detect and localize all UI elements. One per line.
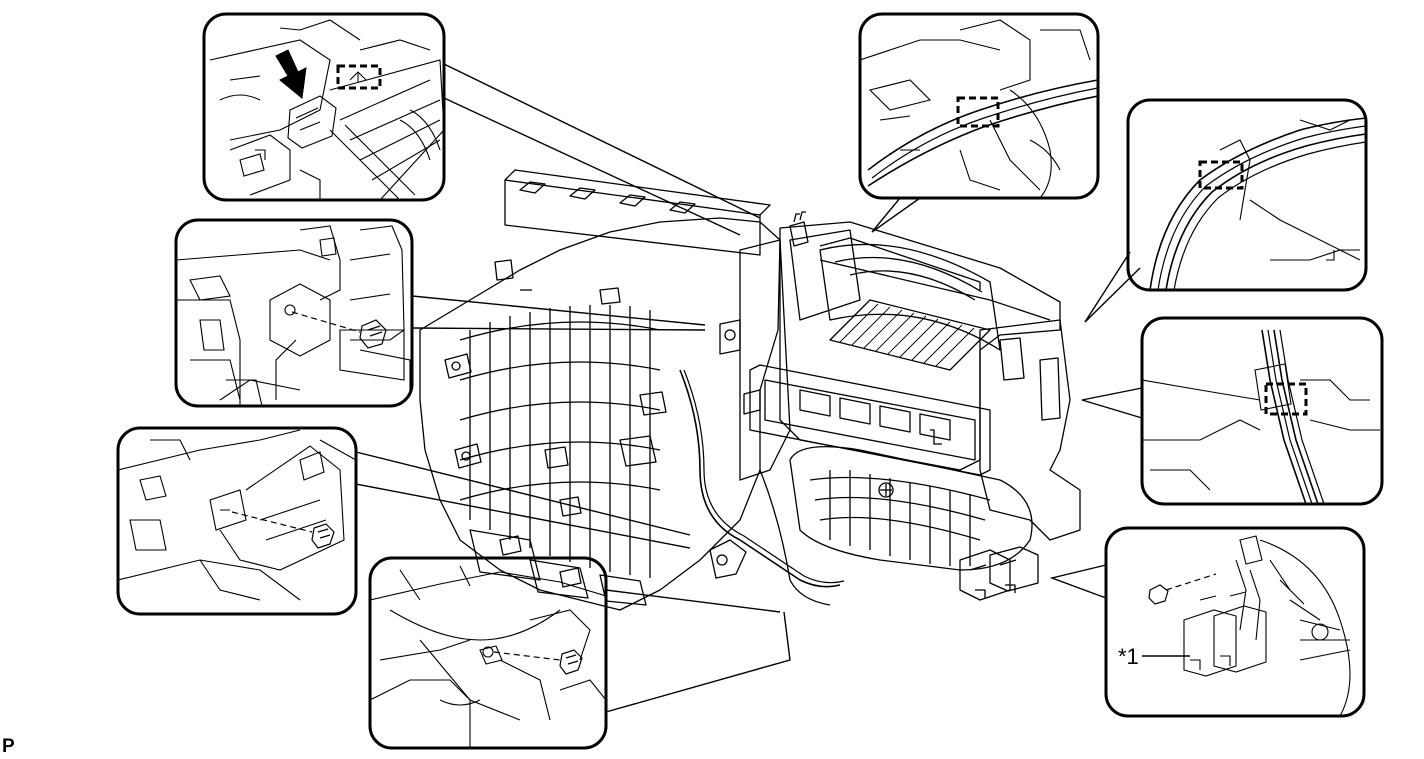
heater-blower-unit	[419, 169, 1081, 611]
detail-view-connector: *1	[1104, 526, 1366, 718]
bolt-icon	[493, 649, 583, 675]
detail-view-duct-bolt	[368, 556, 608, 750]
detail-view-bracket-bolt	[174, 218, 414, 408]
detail-view-harness-clip-top	[858, 12, 1100, 200]
callout-label-1: *1	[1118, 644, 1139, 669]
detail-view-harness-clip-right	[1126, 98, 1368, 292]
bolt-icon	[1148, 573, 1217, 605]
leader-lines	[355, 63, 1143, 713]
dashed-clip-icon	[336, 64, 382, 90]
bolt-icon	[291, 311, 387, 349]
detail-view-housing-bolt	[116, 426, 358, 616]
dashed-clip-icon	[1264, 382, 1308, 416]
dashed-clip-icon	[956, 96, 1000, 128]
figure-code: P	[2, 736, 15, 757]
dashed-clip-icon	[1198, 160, 1244, 190]
detail-view-clip-arrow	[202, 12, 446, 202]
bolt-icon	[231, 511, 335, 549]
detail-view-harness-clip-lower	[1140, 316, 1384, 506]
black-arrow-icon	[275, 49, 307, 99]
